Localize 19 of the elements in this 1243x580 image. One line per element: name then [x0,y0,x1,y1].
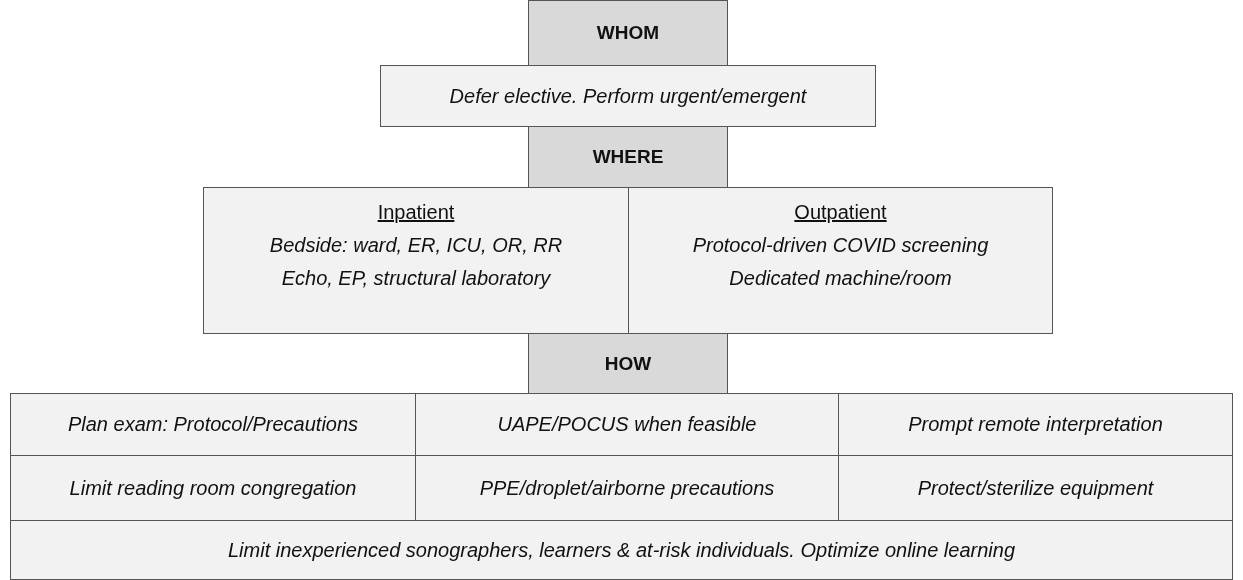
guideline-cell: UAPE/POCUS when feasible [415,393,839,456]
panel-heading: Inpatient [377,201,455,224]
guideline-cell: Defer elective. Perform urgent/emergent [380,65,876,127]
text-line: Bedside: ward, ER, ICU, OR, RR [269,234,563,257]
section-header: WHERE [528,126,728,188]
text-line: Protocol-driven COVID screening [692,234,989,257]
section-header: WHOM [528,0,728,66]
guideline-cell: Prompt remote interpretation [838,393,1233,456]
guideline-cell: Plan exam: Protocol/Precautions [10,393,416,456]
text-line: Echo, EP, structural laboratory [281,267,551,290]
panel-heading: Outpatient [794,201,887,224]
guideline-cell: Limit inexperienced sonographers, learners & at-risk individuals. Optimize online learning [10,520,1233,580]
text-line: Dedicated machine/room [729,267,952,290]
location-panel [628,187,1053,334]
guideline-cell: PPE/droplet/airborne precautions [415,455,839,521]
location-panel [203,187,629,334]
guideline-cell: Limit reading room congregation [10,455,416,521]
guideline-cell: Protect/sterilize equipment [838,455,1233,521]
section-header: HOW [528,333,728,394]
